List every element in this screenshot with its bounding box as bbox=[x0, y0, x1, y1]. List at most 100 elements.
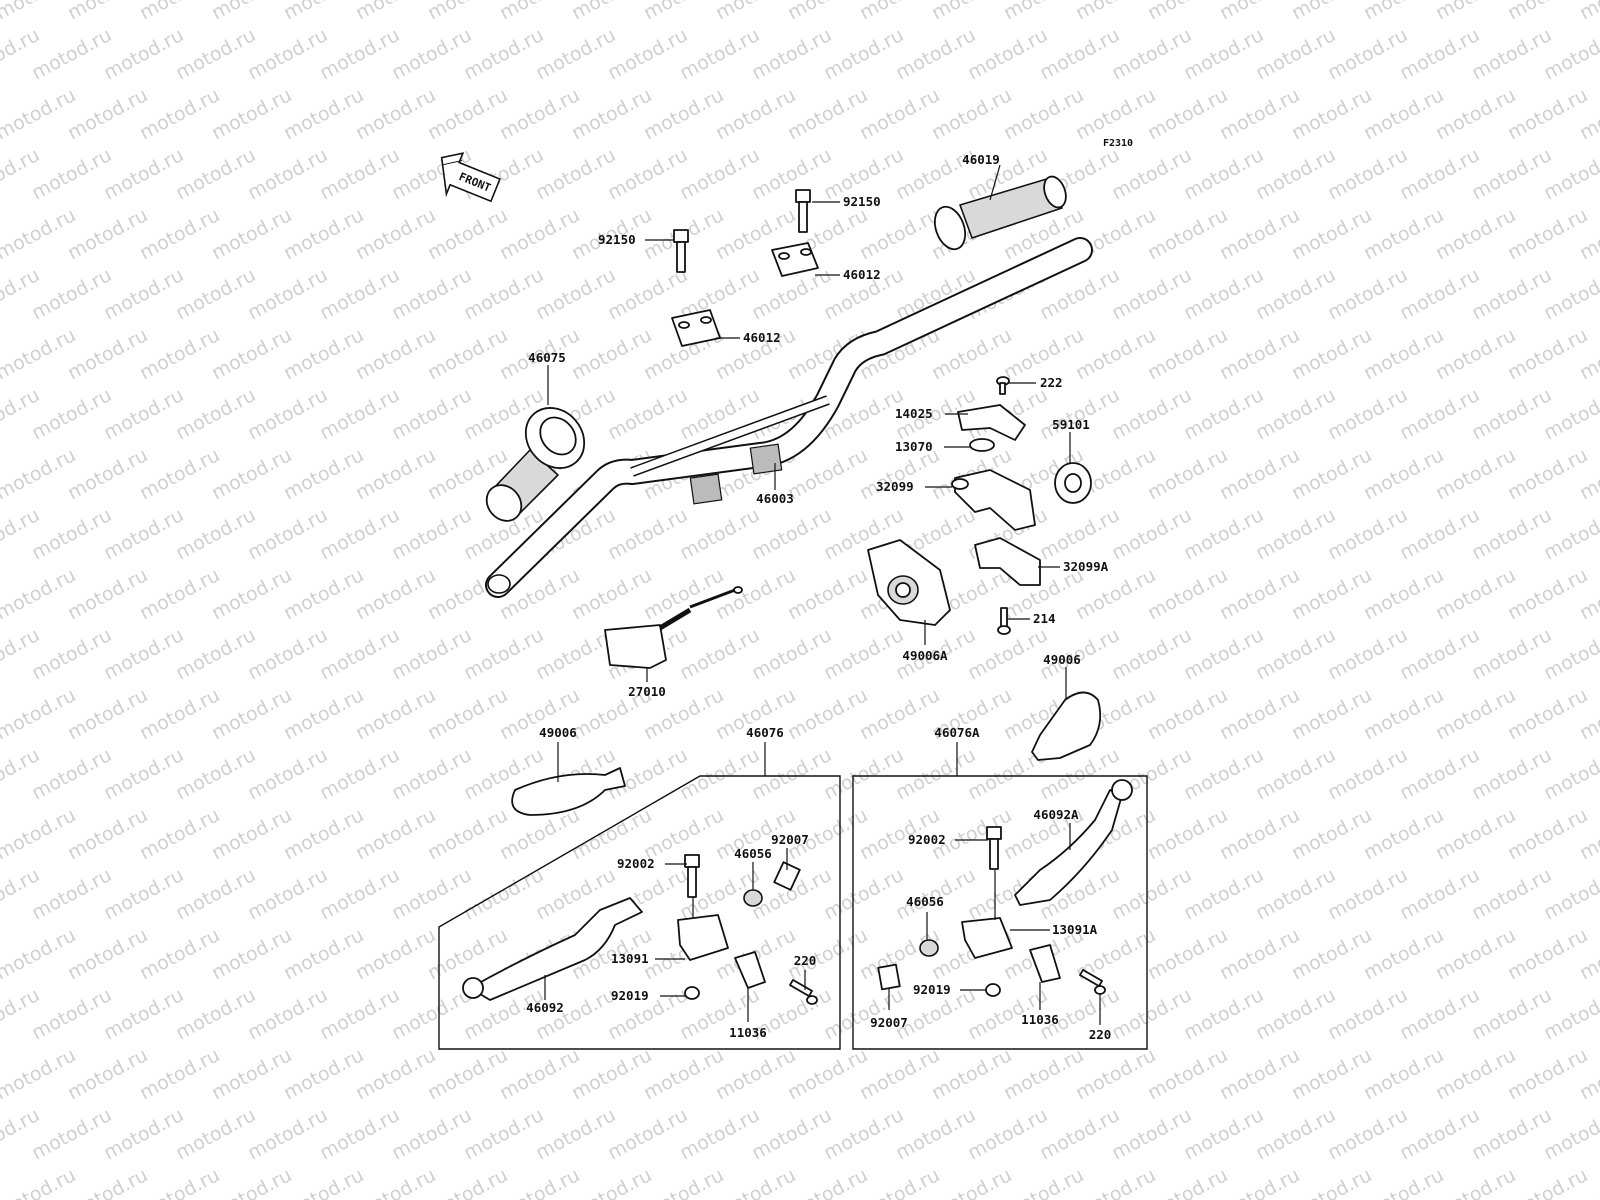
watermark-text: motod.ru bbox=[0, 324, 79, 384]
watermark-text: motod.ru bbox=[316, 144, 403, 204]
watermark-text: motod.ru bbox=[604, 24, 691, 84]
watermark-text: motod.ru bbox=[1036, 24, 1123, 84]
watermark-text: motod.ru bbox=[172, 384, 259, 444]
watermark-text: motod.ru bbox=[748, 24, 835, 84]
watermark-text: motod.ru bbox=[1252, 1104, 1339, 1164]
watermark-text: motod.ru bbox=[1180, 24, 1267, 84]
label-46012-upper: 46012 bbox=[843, 267, 881, 282]
label-46092: 46092 bbox=[526, 1000, 564, 1015]
watermark-text: motod.ru bbox=[244, 504, 331, 564]
watermark-text: motod.ru bbox=[1000, 1044, 1087, 1104]
watermark-text: motod.ru bbox=[0, 84, 79, 144]
watermark-text: motod.ru bbox=[28, 24, 115, 84]
watermark-text: motod.ru bbox=[172, 744, 259, 804]
watermark-text: motod.ru bbox=[1288, 1044, 1375, 1104]
watermark-text: motod.ru bbox=[820, 744, 907, 804]
watermark-text: motod.ru bbox=[676, 1104, 763, 1164]
watermark-text: motod.ru bbox=[64, 804, 151, 864]
watermark-text: motod.ru bbox=[1216, 564, 1303, 624]
watermark-text: motod.ru bbox=[784, 1044, 871, 1104]
watermark-text: motod.ru bbox=[1360, 1044, 1447, 1104]
watermark-text: motod.ru bbox=[316, 624, 403, 684]
watermark-text: motod.ru bbox=[1432, 84, 1519, 144]
left-grip-part bbox=[485, 407, 586, 522]
watermark-text: motod.ru bbox=[64, 684, 151, 744]
watermark-text: motod.ru bbox=[316, 744, 403, 804]
label-214: 214 bbox=[1033, 611, 1056, 626]
watermark-text: motod.ru bbox=[1504, 1044, 1591, 1104]
watermark-text: motod.ru bbox=[1216, 804, 1303, 864]
watermark-text: motod.ru bbox=[1036, 1104, 1123, 1164]
watermark-text: motod.ru bbox=[1396, 624, 1483, 684]
watermark-text: motod.ru bbox=[1288, 84, 1375, 144]
watermark-text: motod.ru bbox=[1072, 1044, 1159, 1104]
watermark-text: motod.ru bbox=[172, 144, 259, 204]
watermark-text: motod.ru bbox=[424, 1044, 511, 1104]
watermark-text: motod.ru bbox=[64, 204, 151, 264]
watermark-text: motod.ru bbox=[280, 804, 367, 864]
watermark-text: motod.ru bbox=[1216, 684, 1303, 744]
watermark-text: motod.ru bbox=[136, 684, 223, 744]
watermark-text: motod.ru bbox=[1144, 444, 1231, 504]
watermark-text: motod.ru bbox=[388, 24, 475, 84]
watermark-text: motod.ru bbox=[172, 1104, 259, 1164]
watermark-text: motod.ru bbox=[712, 84, 799, 144]
watermark-text: motod.ru bbox=[1468, 144, 1555, 204]
watermark-text: motod.ru bbox=[136, 1044, 223, 1104]
watermark-text: motod.ru bbox=[1288, 204, 1375, 264]
watermark-text: motod.ru bbox=[64, 1044, 151, 1104]
watermark-text: motod.ru bbox=[496, 1044, 583, 1104]
watermark-text: motod.ru bbox=[1468, 744, 1555, 804]
label-92007-left: 92007 bbox=[771, 832, 809, 847]
watermark-text: motod.ru bbox=[1396, 264, 1483, 324]
watermark-text: motod.ru bbox=[1252, 504, 1339, 564]
watermark-text: motod.ru bbox=[136, 444, 223, 504]
watermark-text: motod.ru bbox=[1324, 504, 1411, 564]
watermark-text: motod.ru bbox=[64, 924, 151, 984]
watermark-text: motod.ru bbox=[208, 1044, 295, 1104]
watermark-text: motod.ru bbox=[1396, 144, 1483, 204]
watermark-text: motod.ru bbox=[208, 564, 295, 624]
watermark-text: motod.ru bbox=[1288, 444, 1375, 504]
handlebar-part bbox=[485, 237, 1093, 598]
watermark-text: motod.ru bbox=[136, 804, 223, 864]
watermark-text: motod.ru bbox=[1360, 324, 1447, 384]
label-46003: 46003 bbox=[756, 491, 794, 506]
watermark-text: motod.ru bbox=[856, 684, 943, 744]
watermark-text: motod.ru bbox=[1324, 264, 1411, 324]
watermark-text: motod.ru bbox=[748, 504, 835, 564]
watermark-text: motod.ru bbox=[1468, 1104, 1555, 1164]
watermark-text: motod.ru bbox=[532, 264, 619, 324]
watermark-text: motod.ru bbox=[1108, 624, 1195, 684]
watermark-text: motod.ru bbox=[244, 864, 331, 924]
watermark-text: motod.ru bbox=[676, 624, 763, 684]
watermark-text: motod.ru bbox=[388, 744, 475, 804]
watermark-text: motod.ru bbox=[0, 204, 79, 264]
watermark-text: motod.ru bbox=[28, 144, 115, 204]
watermark-text: motod.ru bbox=[640, 1044, 727, 1104]
label-92150-lower: 92150 bbox=[598, 232, 636, 247]
watermark-text: motod.ru bbox=[1468, 24, 1555, 84]
watermark-text: motod.ru bbox=[100, 744, 187, 804]
label-220-right: 220 bbox=[1089, 1027, 1112, 1042]
watermark-text: motod.ru bbox=[1252, 984, 1339, 1044]
washer-46056-right-part bbox=[919, 939, 939, 957]
watermark-text: motod.ru bbox=[892, 24, 979, 84]
bracket-13091A-part bbox=[961, 917, 1013, 959]
watermark-text: motod.ru bbox=[316, 504, 403, 564]
watermark-text: motod.ru bbox=[820, 864, 907, 924]
watermark-text: motod.ru bbox=[1252, 264, 1339, 324]
watermark-text: motod.ru bbox=[352, 1044, 439, 1104]
watermark-text: motod.ru bbox=[1144, 804, 1231, 864]
watermark-text: motod.ru bbox=[280, 684, 367, 744]
watermark-text: motod.ru bbox=[172, 864, 259, 924]
watermark-text: motod.ru bbox=[1108, 24, 1195, 84]
watermark-text: motod.ru bbox=[1108, 264, 1195, 324]
watermark-text: motod.ru bbox=[424, 84, 511, 144]
label-46076A: 46076A bbox=[934, 725, 980, 740]
watermark-text: motod.ru bbox=[1432, 684, 1519, 744]
label-49006-right: 49006 bbox=[1043, 652, 1081, 667]
watermark-text: motod.ru bbox=[244, 1104, 331, 1164]
label-49006-left: 49006 bbox=[539, 725, 577, 740]
watermark-text: motod.ru bbox=[1108, 984, 1195, 1044]
